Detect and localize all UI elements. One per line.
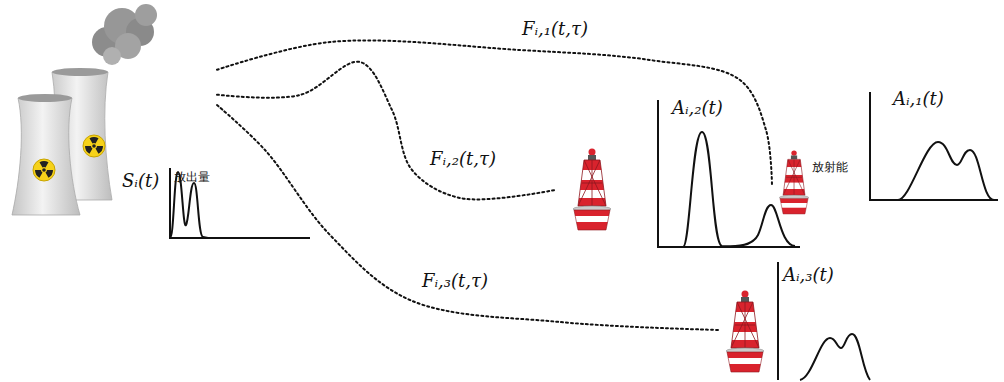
cooling-tower (12, 94, 80, 215)
dispersion-path (217, 40, 772, 185)
transfer-function-label: Fᵢ,₃(t,τ) (420, 270, 490, 292)
dispersion-path (217, 105, 718, 330)
transfer-function-label: Fᵢ,₂(t,τ) (428, 148, 498, 170)
math-label: Sᵢ(t) (122, 170, 159, 192)
math-label: Aᵢ,₁(t) (893, 88, 944, 110)
activity-plot (658, 100, 800, 247)
axis-label: 放射能 (812, 160, 848, 174)
buoy-group: Aᵢ,₁(t) 放射能 (772, 85, 1000, 217)
axis-label: 放出量 (174, 170, 210, 184)
math-label: Aᵢ,₂(t) (672, 97, 723, 119)
buoy-group: Aᵢ,₃(t) (718, 258, 1000, 380)
buoy (573, 149, 611, 231)
buoy (779, 150, 809, 214)
release-plot (170, 168, 310, 238)
buoy (726, 291, 764, 373)
buoy-group: Aᵢ,₂(t) (555, 92, 800, 250)
transfer-function-label: Fᵢ,₁(t,τ) (520, 18, 590, 40)
dispersion-path (217, 62, 555, 200)
activity-plot (778, 262, 870, 380)
math-label: Aᵢ,₃(t) (783, 264, 834, 286)
smoke-cloud (92, 4, 157, 65)
source-group: Sᵢ(t) 放出量 (2, 2, 217, 228)
